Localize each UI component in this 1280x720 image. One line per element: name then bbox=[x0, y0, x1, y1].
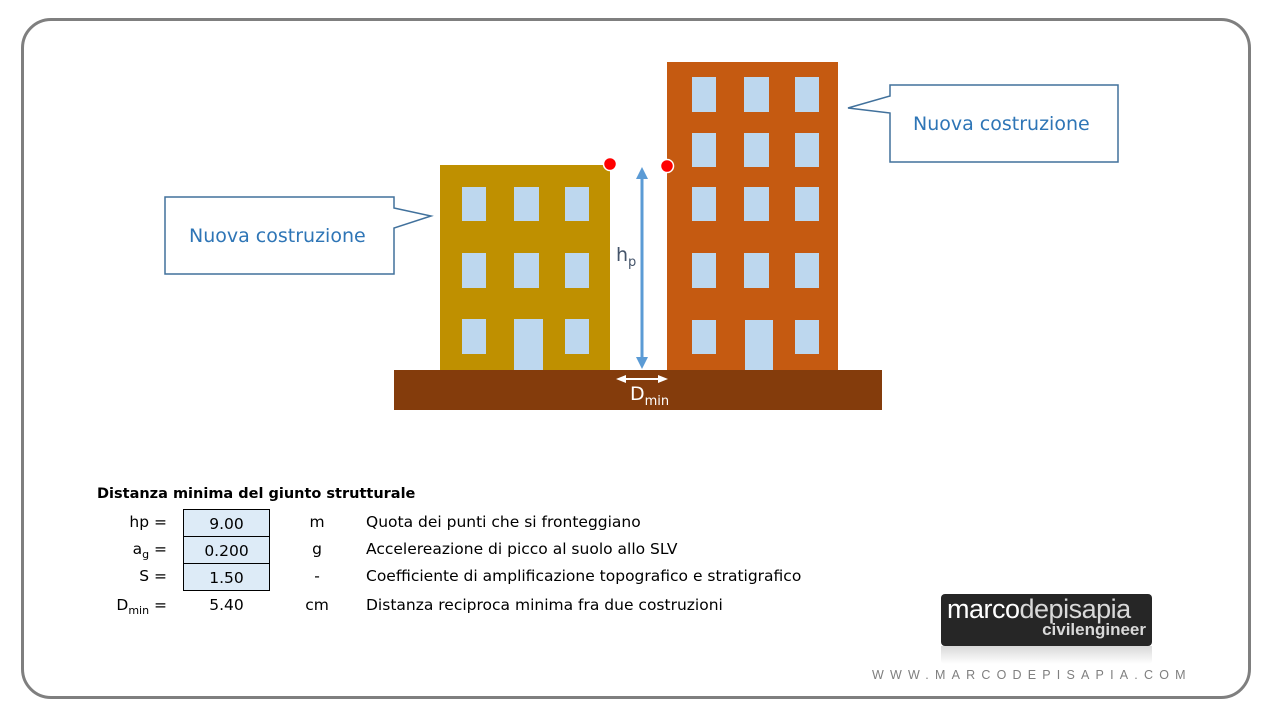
callout-right-shape bbox=[847, 84, 1119, 163]
window bbox=[795, 77, 819, 112]
dmin-label-sub: min bbox=[644, 393, 670, 409]
callout-left-shape bbox=[164, 196, 434, 275]
row-description: Coefficiente di amplificazione topografi… bbox=[366, 567, 802, 585]
window bbox=[692, 320, 716, 354]
hp-arrow-icon bbox=[636, 167, 648, 369]
brand-logo: marcodepisapia civilengineer bbox=[941, 594, 1152, 646]
window bbox=[462, 253, 486, 288]
dmin-label: Dmin bbox=[630, 383, 669, 409]
ground bbox=[394, 370, 882, 410]
row-unit: cm bbox=[305, 596, 329, 614]
window bbox=[692, 133, 716, 167]
table-row: ag = 0.200 g Accelereazione di picco al … bbox=[97, 536, 857, 564]
window bbox=[795, 253, 819, 288]
row-unit: - bbox=[314, 567, 320, 585]
row-symbol-sub: min bbox=[128, 604, 150, 618]
row-symbol: Dmin = bbox=[97, 596, 167, 617]
slide-frame bbox=[21, 18, 1251, 699]
dmin-arrow-icon bbox=[616, 375, 668, 383]
row-unit: g bbox=[312, 540, 322, 558]
dmin-result: 5.40 bbox=[209, 596, 244, 614]
hp-label-main: h bbox=[616, 244, 629, 266]
hp-input[interactable]: 9.00 bbox=[183, 509, 270, 537]
logo-reflection bbox=[941, 646, 1152, 664]
row-unit: m bbox=[309, 513, 325, 531]
hp-label: hp bbox=[616, 244, 636, 270]
window bbox=[795, 320, 819, 354]
table-row: S = 1.50 - Coefficiente di amplificazion… bbox=[97, 563, 857, 591]
window bbox=[744, 133, 769, 167]
window bbox=[692, 77, 716, 112]
row-description: Accelereazione di picco al suolo allo SL… bbox=[366, 540, 678, 558]
row-symbol-suffix: = bbox=[149, 540, 167, 558]
point-right-icon bbox=[659, 158, 675, 174]
logo-part2: depisapia bbox=[1019, 594, 1132, 624]
table-title: Distanza minima del giunto strutturale bbox=[97, 486, 416, 502]
window bbox=[744, 77, 769, 112]
window bbox=[795, 133, 819, 167]
window bbox=[565, 319, 589, 354]
window bbox=[462, 319, 486, 354]
row-description: Distanza reciproca minima fra due costru… bbox=[366, 596, 723, 614]
row-symbol-suffix: = bbox=[149, 596, 167, 614]
window bbox=[514, 187, 539, 221]
dmin-label-main: D bbox=[630, 383, 645, 405]
ag-input[interactable]: 0.200 bbox=[183, 536, 270, 564]
callout-left-text: Nuova costruzione bbox=[189, 225, 366, 247]
point-left-icon bbox=[602, 156, 618, 172]
row-symbol-sub: g bbox=[142, 548, 150, 562]
logo-part1: marco bbox=[947, 594, 1020, 624]
window bbox=[692, 253, 716, 288]
row-symbol: S = bbox=[139, 567, 167, 585]
row-symbol-main: D bbox=[116, 596, 129, 614]
row-symbol: hp = bbox=[129, 513, 167, 531]
logo-main-text: marcodepisapia bbox=[947, 594, 1131, 625]
table-row: hp = 9.00 m Quota dei punti che si front… bbox=[97, 509, 857, 537]
callout-right-text: Nuova costruzione bbox=[913, 113, 1090, 135]
s-input[interactable]: 1.50 bbox=[183, 563, 270, 591]
window bbox=[744, 187, 769, 221]
window bbox=[565, 253, 589, 288]
window bbox=[692, 187, 716, 221]
website-link[interactable]: WWW.MARCODEPISAPIA.COM bbox=[872, 668, 1192, 682]
table-row: Dmin = 5.40 cm Distanza reciproca minima… bbox=[97, 592, 857, 620]
row-symbol: ag = bbox=[97, 540, 167, 561]
row-description: Quota dei punti che si fronteggiano bbox=[366, 513, 641, 531]
hp-label-sub: p bbox=[628, 254, 637, 270]
door bbox=[514, 319, 543, 370]
window bbox=[514, 253, 539, 288]
logo-sub-text: civilengineer bbox=[1042, 620, 1146, 639]
row-symbol-main: a bbox=[132, 540, 143, 558]
door bbox=[745, 320, 773, 370]
window bbox=[565, 187, 589, 221]
window bbox=[744, 253, 769, 288]
window bbox=[795, 187, 819, 221]
window bbox=[462, 187, 486, 221]
